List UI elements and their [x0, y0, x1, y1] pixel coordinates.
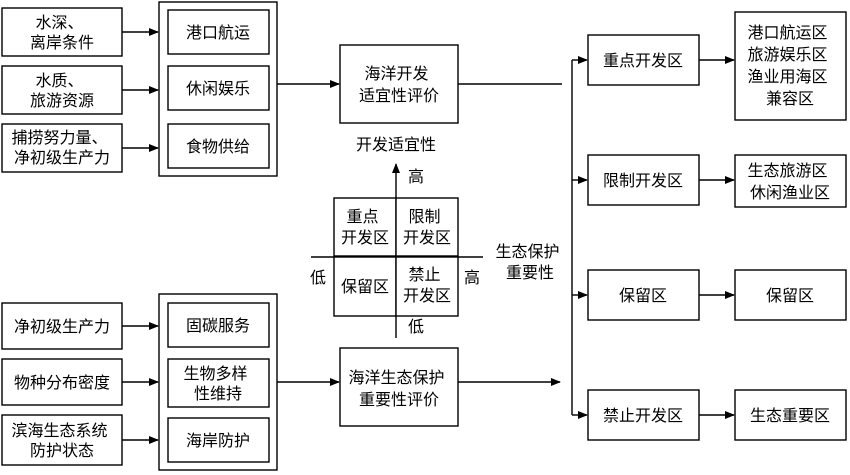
service-leisure-label: 休闲娱乐 [186, 79, 250, 98]
input-species-density: 物种分布密度 [1, 358, 123, 406]
input-fishing-effort: 捕捞努力量、 净初级生产力 [1, 123, 123, 173]
matrix-x-title: 生态保护 重要性 [495, 242, 564, 282]
outcome-eco-important-label: 生态重要区 [750, 406, 830, 425]
zone-restricted-development: 限制开发区 [587, 154, 700, 206]
service-coastal-protection: 海岸防护 [167, 417, 270, 463]
input-species-density-label: 物种分布密度 [14, 373, 110, 392]
service-biodiversity-label: 生物多样 性维持 [183, 364, 252, 403]
matrix-y-high: 高 [408, 167, 424, 186]
input-water-depth-label: 水深、 离岸条件 [30, 13, 94, 52]
matrix-cell-prohibited-development-label: 禁止 开发区 [403, 265, 451, 305]
service-food-supply-label: 食物供给 [186, 137, 250, 156]
matrix-x-high: 高 [464, 268, 480, 287]
input-net-primary-productivity-label: 净初级生产力 [14, 317, 110, 336]
service-coastal-protection-label: 海岸防护 [186, 431, 250, 450]
matrix-y-low: 低 [408, 317, 424, 336]
outcome-development-uses-label: 港口航运区 旅游娱乐区 渔业用海区 兼容区 [747, 23, 832, 108]
zone-key-development-label: 重点开发区 [603, 51, 683, 70]
matrix-cell-reserved: 保留区 [333, 256, 397, 317]
matrix-cell-key-development-label: 重点 开发区 [341, 207, 389, 247]
service-carbon-sequestration: 固碳服务 [167, 302, 270, 348]
top-service-group [158, 1, 278, 177]
input-water-depth: 水深、 离岸条件 [1, 7, 123, 57]
zone-reserved-label: 保留区 [619, 286, 667, 305]
input-coastal-protection-status-label: 滨海生态系统 防护状态 [11, 421, 112, 460]
service-port-shipping-label: 港口航运 [186, 23, 250, 42]
outcome-reserved: 保留区 [734, 269, 847, 321]
input-coastal-protection-status: 滨海生态系统 防护状态 [1, 414, 123, 466]
outcome-development-uses: 港口航运区 旅游娱乐区 渔业用海区 兼容区 [734, 11, 847, 121]
outcome-eco-tourism-label: 生态旅游区 休闲渔业区 [747, 161, 832, 202]
input-water-quality: 水质、 旅游资源 [1, 65, 123, 115]
outcome-eco-important: 生态重要区 [734, 389, 847, 441]
service-biodiversity: 生物多样 性维持 [167, 358, 270, 408]
input-water-quality-label: 水质、 旅游资源 [30, 71, 94, 110]
matrix-cell-restricted-development: 限制 开发区 [395, 197, 459, 257]
matrix-cell-restricted-development-label: 限制 开发区 [403, 207, 451, 247]
matrix-cell-prohibited-development: 禁止 开发区 [395, 256, 459, 317]
zone-reserved: 保留区 [587, 269, 700, 321]
zone-restricted-development-label: 限制开发区 [603, 171, 683, 190]
dev-suitability-eval-label: 海洋开发 适宜性评价 [359, 64, 439, 105]
eco-importance-eval: 海洋生态保护 重要性评价 [339, 347, 459, 427]
outcome-reserved-label: 保留区 [766, 286, 814, 305]
zone-prohibited-development-label: 禁止开发区 [603, 406, 683, 425]
matrix-x-low: 低 [310, 268, 326, 287]
matrix-cell-key-development: 重点 开发区 [333, 197, 397, 257]
outcome-eco-tourism: 生态旅游区 休闲渔业区 [734, 154, 847, 208]
matrix-cell-reserved-label: 保留区 [341, 277, 389, 296]
service-carbon-sequestration-label: 固碳服务 [186, 316, 250, 335]
input-net-primary-productivity: 净初级生产力 [1, 302, 123, 350]
service-port-shipping: 港口航运 [167, 9, 270, 55]
input-fishing-effort-label: 捕捞努力量、 净初级生产力 [11, 128, 112, 167]
service-food-supply: 食物供给 [167, 123, 270, 169]
service-leisure: 休闲娱乐 [167, 65, 270, 111]
zone-key-development: 重点开发区 [587, 34, 700, 86]
matrix-y-title: 开发适宜性 [356, 135, 436, 154]
zone-prohibited-development: 禁止开发区 [587, 389, 700, 441]
dev-suitability-eval: 海洋开发 适宜性评价 [339, 44, 459, 124]
eco-importance-eval-label: 海洋生态保护 重要性评价 [348, 368, 449, 409]
